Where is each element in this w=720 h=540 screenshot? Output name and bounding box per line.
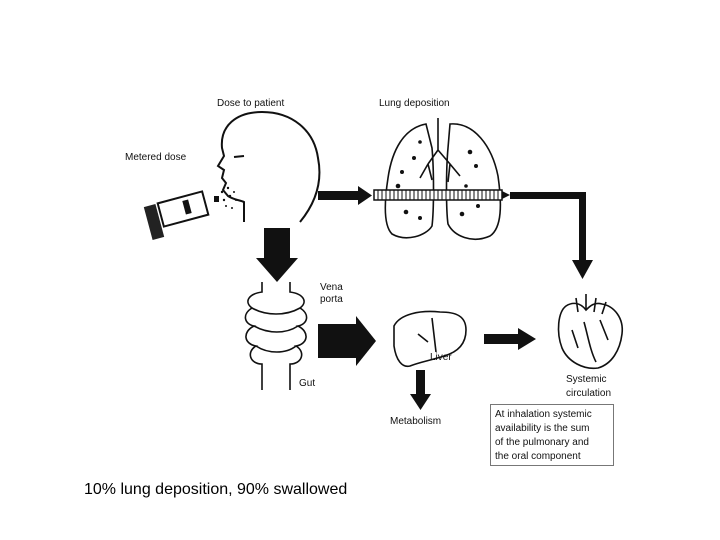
arrow-to-liver xyxy=(318,316,376,366)
liver-icon xyxy=(393,310,467,368)
label-liver: Liver xyxy=(430,352,452,363)
lungs-icon xyxy=(384,118,502,240)
lung-deposit-dots xyxy=(395,140,480,220)
note-line: availability is the sum xyxy=(495,423,590,434)
spray-particles xyxy=(220,186,237,209)
arrow-to-systemic xyxy=(510,192,593,279)
label-metabolism: Metabolism xyxy=(390,416,442,427)
label-circulation: circulation xyxy=(566,388,612,399)
label-systemic: Systemic xyxy=(566,374,607,385)
systemic-availability-note: At inhalation systemic availability is t… xyxy=(490,404,614,466)
note-line: of the pulmonary and xyxy=(495,437,589,448)
label-vena: Vena xyxy=(320,282,343,293)
note-line: the oral component xyxy=(495,451,581,462)
heart-icon xyxy=(557,294,624,370)
label-lung-deposition: Lung deposition xyxy=(379,98,450,109)
label-gut: Gut xyxy=(299,378,316,389)
arrow-to-metabolism xyxy=(410,370,431,410)
arrow-to-lungs xyxy=(318,186,372,205)
patient-head-icon xyxy=(216,110,321,223)
label-metered-dose: Metered dose xyxy=(125,152,187,163)
inhaler-icon xyxy=(143,190,219,240)
caption: 10% lung deposition, 90% swallowed xyxy=(84,481,348,498)
label-porta: porta xyxy=(320,294,343,305)
arrow-to-gut xyxy=(256,228,298,282)
label-dose-to-patient: Dose to patient xyxy=(217,98,285,109)
absorption-tube xyxy=(373,189,510,201)
arrow-liver-to-heart xyxy=(484,328,536,350)
gut-icon xyxy=(244,282,308,390)
note-line: At inhalation systemic xyxy=(495,409,592,420)
